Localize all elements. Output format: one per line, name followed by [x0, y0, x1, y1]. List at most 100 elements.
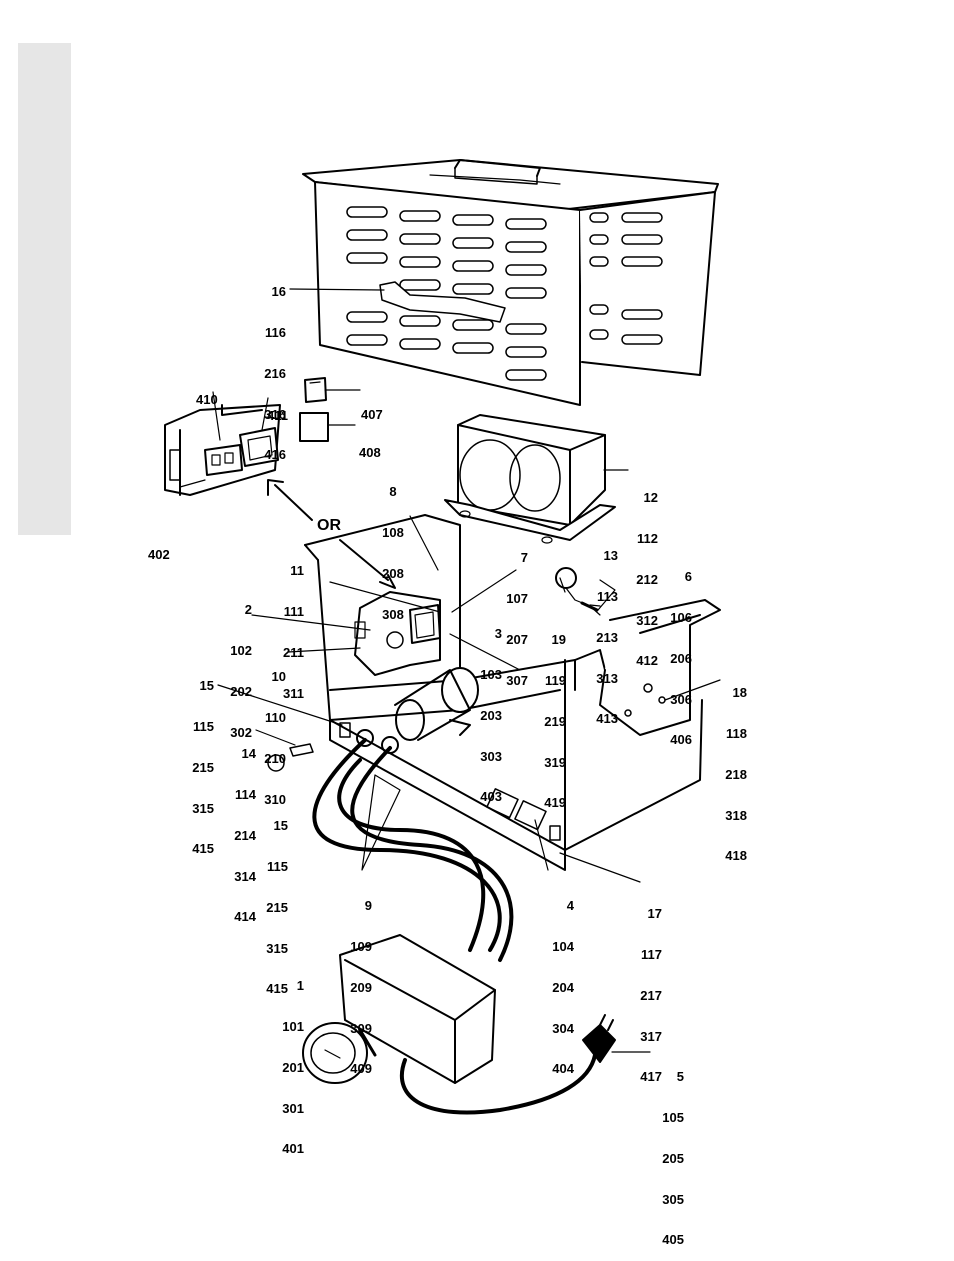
callout-line: 8	[389, 484, 397, 500]
base-chassis	[304, 514, 721, 871]
or-label: OR	[317, 517, 341, 534]
callout-6: 6 106 206 306 406	[660, 543, 692, 761]
callout-line: 215	[192, 759, 214, 775]
callout-line: 113	[597, 588, 618, 604]
callout-15-bottom: 15 115 215 315 415	[258, 792, 288, 1010]
callout-line: 12	[643, 490, 658, 506]
callout-line: 106	[670, 609, 692, 625]
callout-line: 213	[596, 629, 618, 645]
callout-line: 117	[641, 946, 662, 962]
callout-411: 411	[267, 382, 288, 436]
top-cover	[289, 159, 719, 406]
callout-9: 9 109 209 309 409	[342, 872, 372, 1090]
callout-14: 14 114 214 314 414	[226, 720, 256, 938]
callout-line: 201	[282, 1059, 304, 1075]
callout-line: 13	[603, 548, 618, 564]
callout-line: 205	[662, 1150, 684, 1166]
callout-13: 13 113 213 313 413	[588, 522, 618, 740]
callout-line: 112	[637, 530, 658, 546]
meter-housing	[302, 934, 496, 1084]
callout-line: 219	[544, 713, 566, 729]
callout-line: 2	[244, 602, 252, 618]
callout-line: 118	[726, 725, 747, 741]
callout-line: 203	[480, 707, 502, 723]
callout-line: 202	[230, 683, 252, 699]
callout-4: 4 104 204 304 404	[542, 872, 574, 1090]
callout-line: 111	[283, 603, 304, 619]
callout-18: 18 118 218 318 418	[715, 659, 747, 877]
callout-11: 11 111 211 311	[276, 537, 304, 714]
callout-1: 1 101 201 301 401	[274, 952, 304, 1170]
callout-line: 218	[725, 766, 747, 782]
callout-line: 209	[350, 979, 372, 995]
callout-line: 114	[235, 786, 256, 802]
callout-line: 409	[350, 1061, 372, 1077]
side-tab-bar	[18, 43, 71, 535]
callout-line: 16	[271, 284, 286, 300]
callout-line: 419	[544, 795, 566, 811]
callout-line: 415	[266, 981, 288, 997]
callout-line: 5	[676, 1069, 684, 1085]
callout-410: 410	[196, 366, 218, 420]
callout-line: 405	[662, 1232, 684, 1248]
callout-line: 11	[290, 563, 304, 579]
callout-line: 107	[506, 590, 528, 606]
callout-line: 414	[234, 909, 256, 925]
callout-402: 402	[148, 521, 170, 575]
callout-line: 208	[382, 565, 404, 581]
callout-line: 402	[148, 547, 170, 563]
callout-line: 207	[506, 631, 528, 647]
callout-line: 302	[230, 724, 252, 740]
callout-line: 104	[552, 938, 574, 954]
callout-line: 215	[266, 899, 288, 915]
callout-line: 318	[725, 807, 747, 823]
callout-2: 2 102 202 302	[222, 576, 252, 753]
indicator-bulb	[555, 567, 601, 616]
callout-line: 309	[350, 1020, 372, 1036]
callout-line: 317	[640, 1028, 662, 1044]
callout-line: 17	[647, 906, 662, 922]
callout-line: 408	[359, 445, 381, 461]
callout-line: 3	[494, 626, 502, 642]
callout-line: 110	[265, 709, 286, 725]
callout-line: 305	[662, 1191, 684, 1207]
callout-line: 315	[266, 940, 288, 956]
callout-12: 12 112 212 312 412	[624, 464, 658, 682]
callout-line: 103	[480, 666, 502, 682]
callout-line: 404	[552, 1061, 574, 1077]
transformer	[444, 414, 629, 544]
callout-line: 19	[551, 632, 566, 648]
callout-line: 102	[230, 642, 252, 658]
callout-line: 211	[283, 644, 304, 660]
callout-line: 403	[480, 789, 502, 805]
callout-line: 415	[192, 841, 214, 857]
callout-line: 217	[640, 987, 662, 1003]
callout-line: 206	[670, 650, 692, 666]
callout-line: 14	[241, 746, 256, 762]
callout-line: 214	[234, 827, 256, 843]
callout-7: 7 107 207 307	[498, 524, 528, 701]
callout-10: 10 110 210 310	[256, 643, 286, 820]
callout-407: 407	[361, 381, 383, 435]
exploded-parts-diagram	[164, 159, 721, 1115]
callout-line: 6	[684, 569, 692, 585]
callout-line: 417	[640, 1069, 662, 1085]
callout-line: 315	[192, 800, 214, 816]
callout-3: 3 103 203 303 403	[472, 600, 502, 818]
callout-line: 216	[264, 365, 286, 381]
callout-line: 418	[725, 848, 747, 864]
circuit-board-410	[164, 404, 281, 496]
callout-line: 413	[596, 711, 618, 727]
callout-line: 10	[271, 669, 286, 685]
callout-line: 311	[283, 685, 304, 701]
callout-line: 307	[506, 672, 528, 688]
callout-line: 116	[265, 324, 286, 340]
callout-line: 109	[350, 938, 372, 954]
power-plug	[582, 1014, 616, 1063]
callout-line: 18	[732, 685, 747, 701]
callout-19: 19 119 219 319 419	[536, 606, 566, 824]
control-board-2	[354, 591, 441, 676]
callout-line: 101	[282, 1018, 304, 1034]
callout-line: 313	[596, 670, 618, 686]
callout-15-top: 15 115 215 315 415	[184, 652, 214, 870]
